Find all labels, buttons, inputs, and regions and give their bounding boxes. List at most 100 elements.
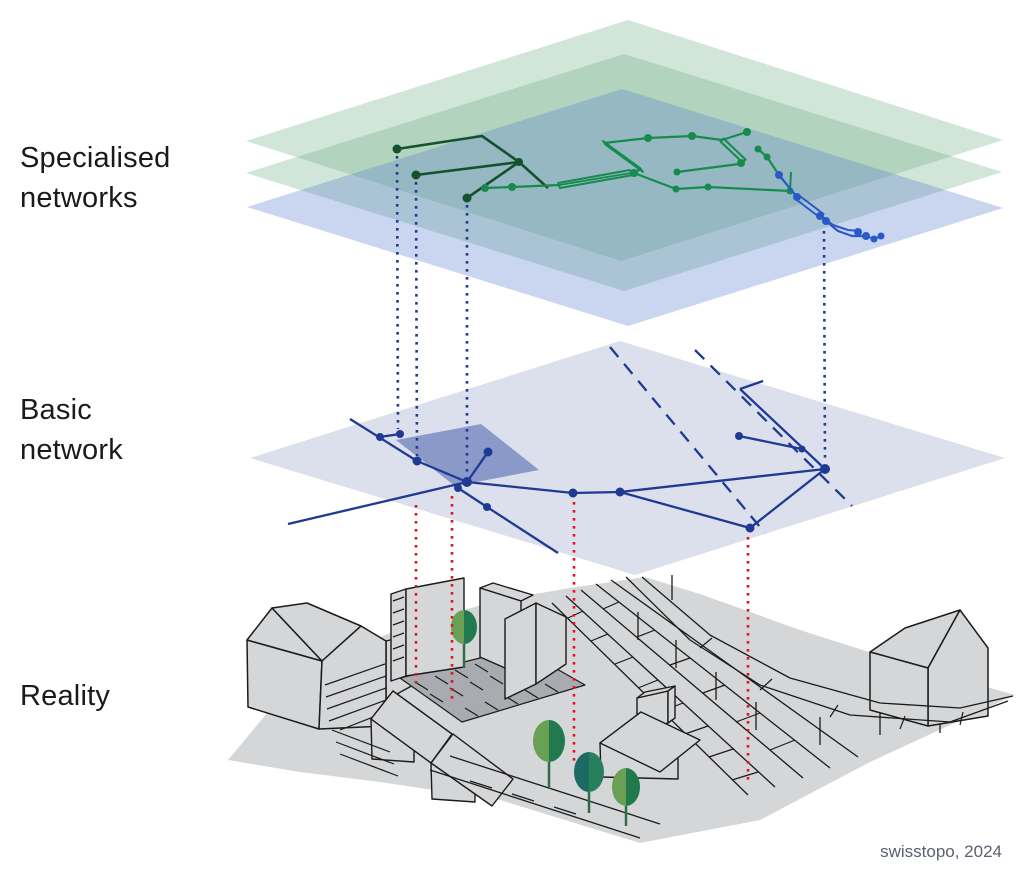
net-basic-dashed <box>694 349 853 507</box>
net-basic-node <box>820 464 830 474</box>
parking-hatch <box>454 669 469 679</box>
net-blue-node <box>870 235 878 243</box>
net-darkgreen-node <box>515 158 523 166</box>
rail-tie <box>829 704 839 718</box>
rail-tie <box>699 637 713 649</box>
link-dotted-blue <box>395 155 400 430</box>
net-green-edge <box>558 172 632 186</box>
link-dotted-blue <box>414 181 419 457</box>
rail-tie <box>637 679 659 689</box>
road-stripe <box>335 741 395 765</box>
net-green-edge <box>707 185 791 193</box>
rail-curve <box>641 576 1014 709</box>
net-green-edge <box>675 185 709 191</box>
house-roof <box>430 733 514 807</box>
net-green-node <box>672 185 680 193</box>
net-green-node <box>688 132 696 140</box>
net-green-node <box>704 183 712 191</box>
net-green-edge <box>676 162 740 174</box>
net-green-node <box>763 153 771 161</box>
rail-tie <box>731 771 759 781</box>
net-basic-edge <box>739 388 826 470</box>
facade-stripe <box>326 687 387 710</box>
net-basic-node <box>376 433 384 441</box>
net-blue-node <box>854 228 862 236</box>
net-green-node <box>754 145 762 153</box>
net-green-edge <box>511 183 561 189</box>
parking-hatch <box>524 689 539 699</box>
plane-specialised-3 <box>247 89 1003 326</box>
slab-tick <box>392 632 405 638</box>
building-left-sideface <box>318 625 387 730</box>
net-basic-node <box>454 484 462 492</box>
net-basic-edge <box>749 468 826 529</box>
net-blue-node <box>793 193 801 201</box>
rail-tie <box>769 739 796 751</box>
net-basic-edge <box>466 467 826 495</box>
net-green-node <box>673 168 681 176</box>
tree-canopy-right <box>549 720 565 762</box>
slab-tick <box>392 596 405 602</box>
rail-tie <box>636 629 656 638</box>
slab-tick <box>392 644 405 650</box>
net-darkgreen-edge <box>466 160 520 200</box>
net-basic-edge <box>739 379 764 391</box>
parking-hatch <box>469 681 484 691</box>
tree-canopy-right <box>589 752 604 792</box>
net-blue-edge <box>778 174 798 198</box>
net-green-edge <box>691 134 723 142</box>
net-green-node <box>630 169 638 177</box>
net-green-node <box>508 183 516 191</box>
net-basic-edge <box>466 451 489 483</box>
parking-hatch <box>474 663 489 673</box>
tree-canopy-left <box>612 768 626 806</box>
net-basic-node <box>483 447 493 457</box>
net-blue-node <box>877 232 885 240</box>
net-darkgreen-edge <box>518 161 549 189</box>
facade-stripe <box>324 663 386 686</box>
plane-specialised-2 <box>246 54 1002 291</box>
net-basic-node <box>462 477 472 487</box>
net-green-node <box>737 159 745 167</box>
facade-stripe <box>325 675 387 698</box>
net-basic-node <box>396 430 404 438</box>
facade-stripe <box>328 699 387 722</box>
tree-canopy-left <box>533 720 549 762</box>
net-basic-node <box>483 503 491 511</box>
slab-tick <box>392 656 405 662</box>
net-green-node <box>481 184 489 192</box>
net-green-edge <box>633 171 677 191</box>
net-basic-node <box>798 445 806 453</box>
net-darkgreen-node <box>411 170 421 180</box>
road-edge <box>429 769 641 839</box>
net-basic-dashed <box>609 346 766 534</box>
net-basic-edge <box>619 490 751 530</box>
rail-tie <box>899 715 906 730</box>
building-right-house-wall <box>869 651 929 727</box>
net-blue-node <box>775 171 783 179</box>
road-stripe <box>339 753 399 777</box>
net-blue-node <box>816 212 824 220</box>
house-roof <box>370 690 453 764</box>
net-darkgreen-edge <box>415 160 520 177</box>
net-green-node <box>644 134 652 142</box>
net-basic-node <box>412 456 422 466</box>
parking-hatch <box>484 701 499 711</box>
net-basic-node <box>615 487 625 497</box>
tree-canopy-left <box>451 610 464 644</box>
rail-tie <box>702 684 726 694</box>
parking-hatch <box>464 707 479 717</box>
net-basic-edge <box>287 480 468 526</box>
rail-tie <box>708 748 734 758</box>
net-darkgreen-edge <box>396 134 520 164</box>
attribution-text: swisstopo, 2024 <box>880 842 1002 861</box>
tree-canopy-right <box>626 768 640 806</box>
parking-hatch <box>544 683 559 693</box>
road-dash <box>553 806 577 815</box>
rail-tie <box>669 657 691 666</box>
net-blue-node <box>862 232 870 240</box>
rail-tie <box>567 610 584 619</box>
rail-tie <box>614 656 634 665</box>
